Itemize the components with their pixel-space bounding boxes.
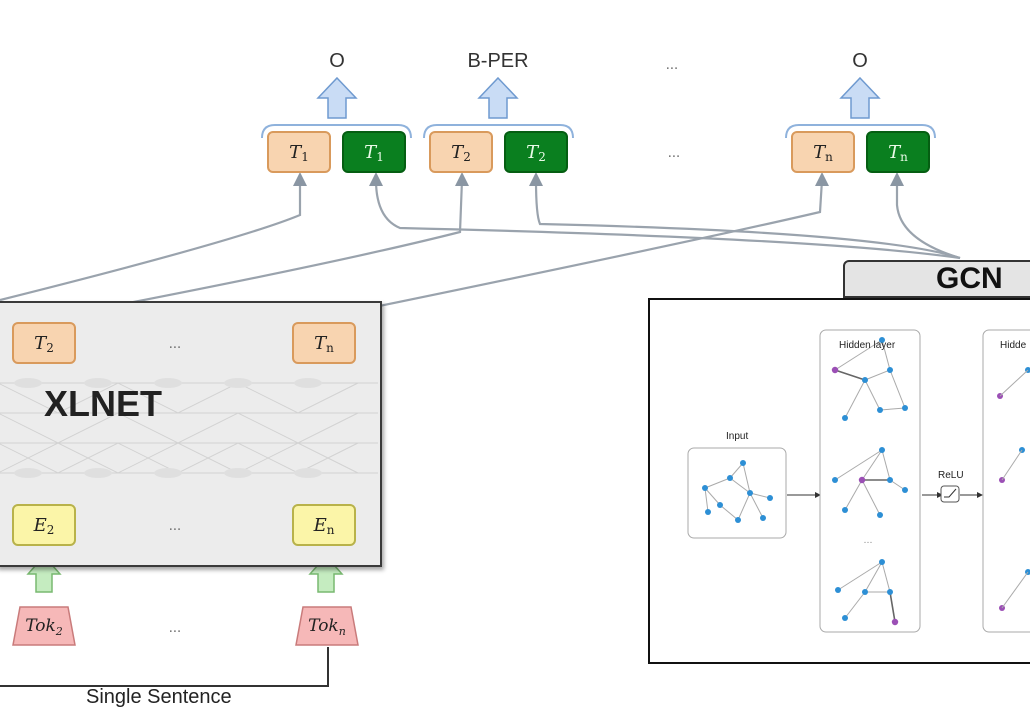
xlnet-t-ellipsis: ... [168,337,182,352]
gcn-hidden-layer-label: Hidden layer [839,340,896,351]
output-ellipsis: ... [665,58,679,73]
top-token-ellipsis: ... [667,146,681,161]
output-label-2: B-PER [467,50,529,72]
output-label-3: O [852,50,868,72]
xlnet-e-ellipsis: ... [168,519,182,534]
output-up-arrows [316,76,881,119]
tok-ellipsis: ... [168,621,182,636]
xlnet-title: XLNET [44,383,163,424]
svg-text:…: … [864,536,873,546]
gcn-hidden-layer-label-2: Hidde [1000,340,1027,351]
single-sentence-caption: Single Sentence [86,686,232,708]
gcn-title-tab [843,260,1030,298]
gcn-title: GCN [936,262,1003,295]
token-pair-braces [261,124,936,139]
sentence-bracket [0,647,329,687]
output-label-1: O [329,50,345,72]
arrowheads [293,172,904,186]
gcn-input-label: Input [726,431,749,442]
gcn-block: … Input Hidden layer ReLU Hidde [648,298,1030,664]
gcn-illustration: … [687,329,1030,633]
xlnet-network-texture [0,378,378,478]
gcn-relu-label: ReLU [938,470,964,481]
gcn-to-output-connections [374,179,961,260]
